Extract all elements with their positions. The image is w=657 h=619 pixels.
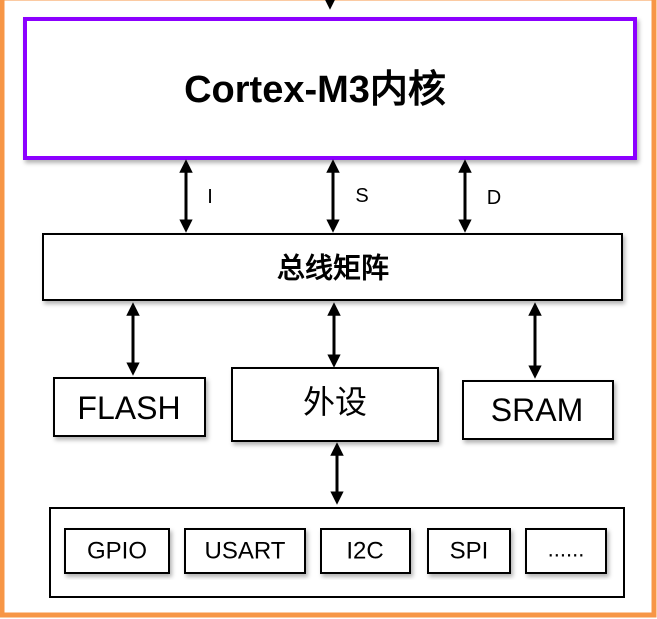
flash-label: FLASH [77, 390, 180, 426]
i2c-label: I2C [346, 538, 383, 565]
spi-label: SPI [450, 538, 489, 565]
i-bus-label: I [207, 186, 213, 208]
bus-matrix-label: 总线矩阵 [277, 253, 389, 284]
memory-arrows [126, 302, 542, 505]
gpio-label: GPIO [87, 538, 147, 565]
peripheral-list: GPIO USART I2C SPI ...... [64, 528, 607, 574]
usart-label: USART [205, 538, 286, 565]
sram-box [462, 380, 614, 440]
i2c-box [320, 528, 411, 574]
s-bus-label: S [355, 185, 368, 207]
d-bus-label: D [487, 187, 501, 209]
flash-box [53, 377, 206, 437]
gpio-box [64, 528, 170, 574]
peripherals-box [231, 367, 439, 442]
spi-box [427, 528, 511, 574]
core-label: Cortex-M3内核 [184, 69, 446, 111]
sram-label: SRAM [491, 392, 583, 428]
peripherals-label: 外设 [303, 384, 367, 420]
bus-matrix-box [42, 233, 623, 301]
more-label: ...... [548, 537, 585, 562]
more-box [525, 528, 607, 574]
usart-box [184, 528, 306, 574]
bus-arrows [179, 159, 472, 233]
cortex-m3-core-box [23, 17, 637, 160]
